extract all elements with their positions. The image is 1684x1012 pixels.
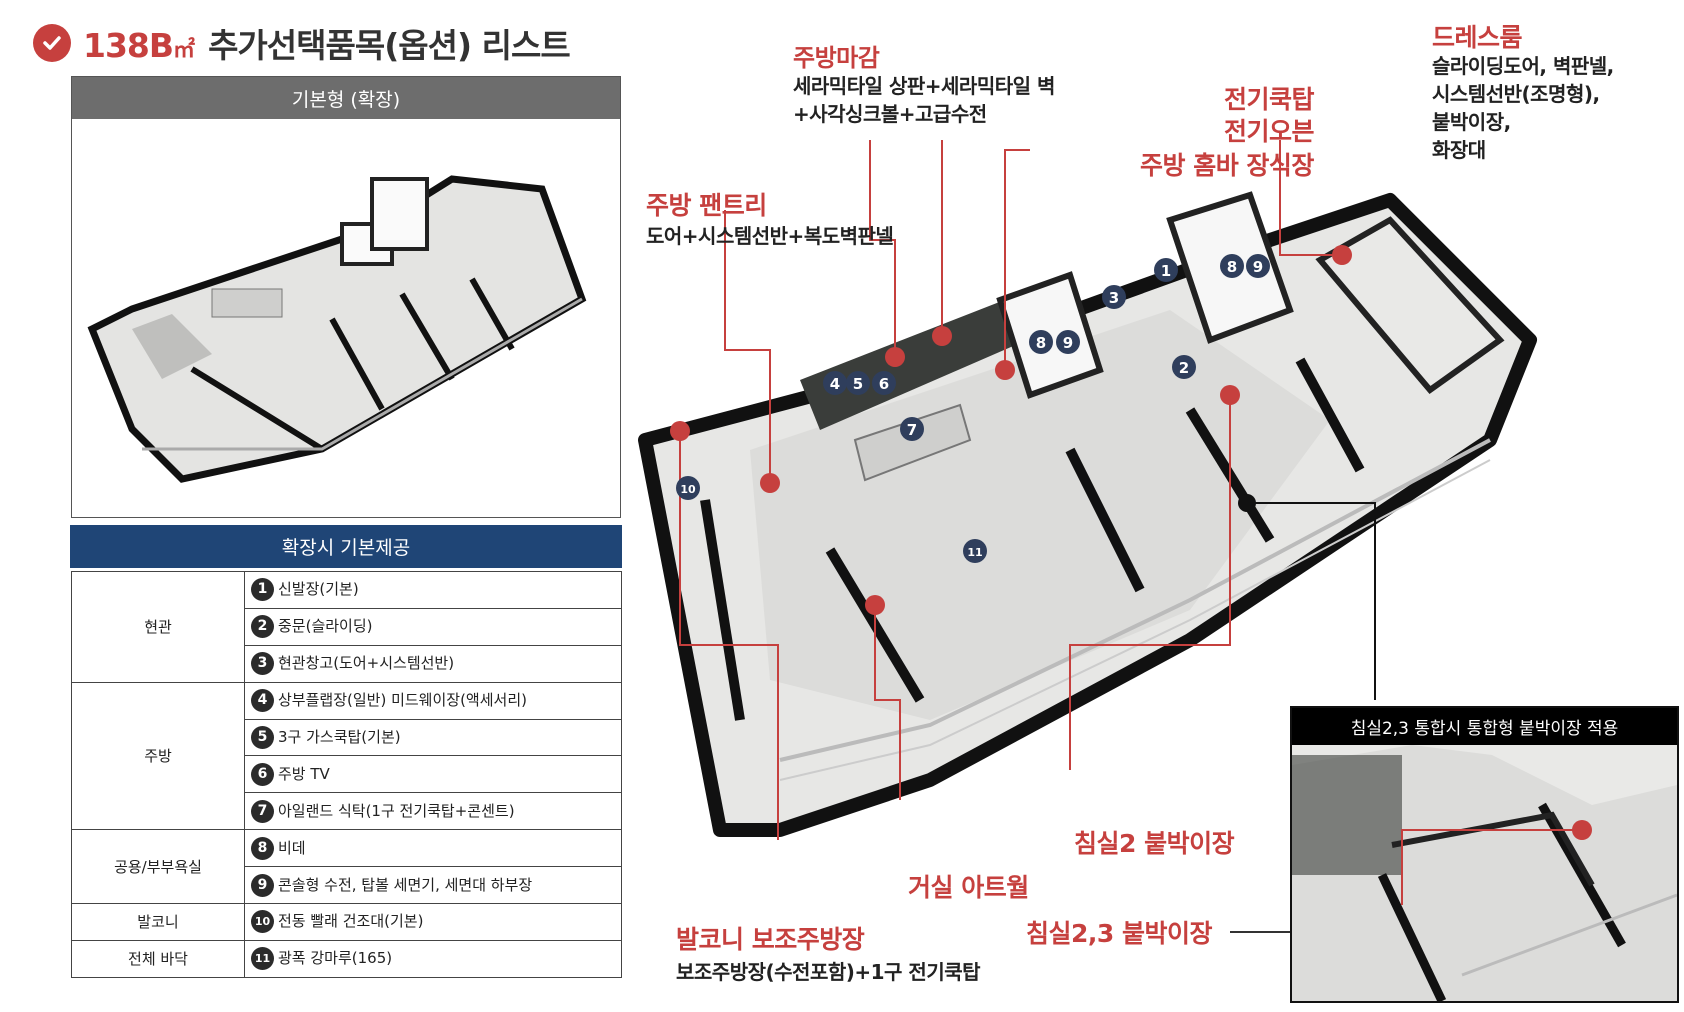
item-text: 신발장(기본) (278, 580, 359, 599)
item-text: 현관창고(도어+시스템선반) (278, 654, 455, 673)
item-text: 중문(슬라이딩) (278, 617, 373, 636)
category-floor: 전체 바닥 (71, 939, 245, 978)
category-bath: 공용/부부욕실 (71, 829, 245, 905)
num-badge: 8 (251, 836, 274, 860)
num-badge: 2 (251, 615, 274, 639)
title-size: 138B (83, 26, 174, 65)
category-entrance: 현관 (71, 571, 245, 683)
cooktop-label-1: 전기쿡탑 (1224, 85, 1315, 114)
homebar-label: 주방 홈바 장식장 (1140, 151, 1314, 180)
kitchen-finish-desc-2: +사각싱크볼+고급수전 (793, 102, 987, 126)
pantry-desc: 도어+시스템선반+복도벽판넬 (646, 224, 894, 248)
num-badge: 11 (251, 947, 274, 971)
dressroom-desc-1: 슬라이딩도어, 벽판넬, (1432, 54, 1614, 78)
item-text: 광폭 강마루(165) (278, 949, 393, 968)
pantry-label: 주방 팬트리 (646, 191, 767, 220)
marker-label: 11 (967, 546, 982, 559)
item-text: 주방 TV (278, 764, 330, 783)
kitchen-finish-label: 주방마감 (793, 44, 880, 72)
category-kitchen: 주방 (71, 681, 245, 831)
marker-label: 3 (1109, 289, 1119, 307)
balcony-kitchen-label: 발코니 보조주방장 (676, 925, 865, 954)
dressroom-desc-4: 화장대 (1432, 138, 1486, 162)
check-icon (33, 24, 71, 62)
marker-label: 9 (1253, 258, 1263, 276)
marker-label: 9 (1063, 334, 1073, 352)
marker-label: 6 (879, 375, 889, 393)
inset-title: 침실2,3 통합시 통합형 붙박이장 적용 (1292, 708, 1677, 745)
num-badge: 6 (251, 762, 274, 786)
title-unit: ㎡ (173, 38, 195, 63)
room2-closet-label: 침실2 붙박이장 (1074, 829, 1235, 858)
expansion-header: 확장시 기본제공 (70, 525, 622, 568)
dressroom-desc-3: 붙박이장, (1432, 110, 1511, 134)
basic-plan-title: 기본형 (확장) (72, 77, 620, 119)
num-badge: 10 (251, 910, 274, 934)
num-badge: 1 (251, 578, 274, 602)
main-floorplan: 1 2 3 4 5 6 7 8 9 8 9 10 11 (638, 140, 1537, 840)
item-text: 아일랜드 식탁(1구 전기쿡탑+콘센트) (278, 801, 515, 820)
item-text: 콘솔형 수전, 탑볼 세면기, 세면대 하부장 (278, 875, 533, 894)
marker-label: 4 (830, 375, 840, 393)
kitchen-finish-desc-1: 세라믹타일 상판+세라믹타일 벽 (793, 74, 1055, 98)
page-title: 138B㎡ 추가선택품목(옵션) 리스트 (33, 20, 571, 66)
item-text: 상부플랩장(일반) 미드웨이장(액세서리) (278, 691, 527, 710)
item-text: 3구 가스쿡탑(기본) (278, 728, 401, 746)
basic-floorplan-image (72, 119, 620, 517)
inset-floorplan-image (1292, 745, 1677, 1001)
title-rest: 추가선택품목(옵션) 리스트 (208, 26, 571, 65)
num-badge: 5 (251, 726, 274, 749)
num-badge: 7 (251, 799, 274, 823)
cooktop-label-2: 전기오븐 (1224, 117, 1315, 146)
num-badge: 9 (251, 873, 274, 897)
marker-label: 2 (1179, 359, 1189, 377)
num-badge: 3 (251, 652, 274, 676)
item-text: 비데 (278, 838, 306, 857)
category-balcony: 발코니 (71, 903, 245, 941)
marker-label: 7 (907, 421, 917, 439)
marker-label: 10 (680, 483, 696, 496)
dressroom-desc-2: 시스템선반(조명형), (1432, 82, 1600, 106)
marker-label: 8 (1036, 334, 1046, 352)
basic-plan-panel: 기본형 (확장) (71, 76, 621, 518)
marker-label: 5 (853, 375, 863, 393)
dressroom-label: 드레스룸 (1432, 23, 1523, 52)
room23-leader-line (1230, 931, 1290, 933)
balcony-kitchen-desc: 보조주방장(수전포함)+1구 전기쿡탑 (676, 960, 981, 984)
living-artwall-label: 거실 아트월 (908, 873, 1029, 902)
num-badge: 4 (251, 689, 274, 713)
item-text: 전동 빨래 건조대(기본) (278, 912, 424, 931)
room23-closet-label: 침실2,3 붙박이장 (1026, 919, 1213, 948)
inset-panel: 침실2,3 통합시 통합형 붙박이장 적용 (1290, 706, 1679, 1003)
marker-label: 8 (1227, 258, 1237, 276)
marker-label: 1 (1161, 262, 1171, 280)
